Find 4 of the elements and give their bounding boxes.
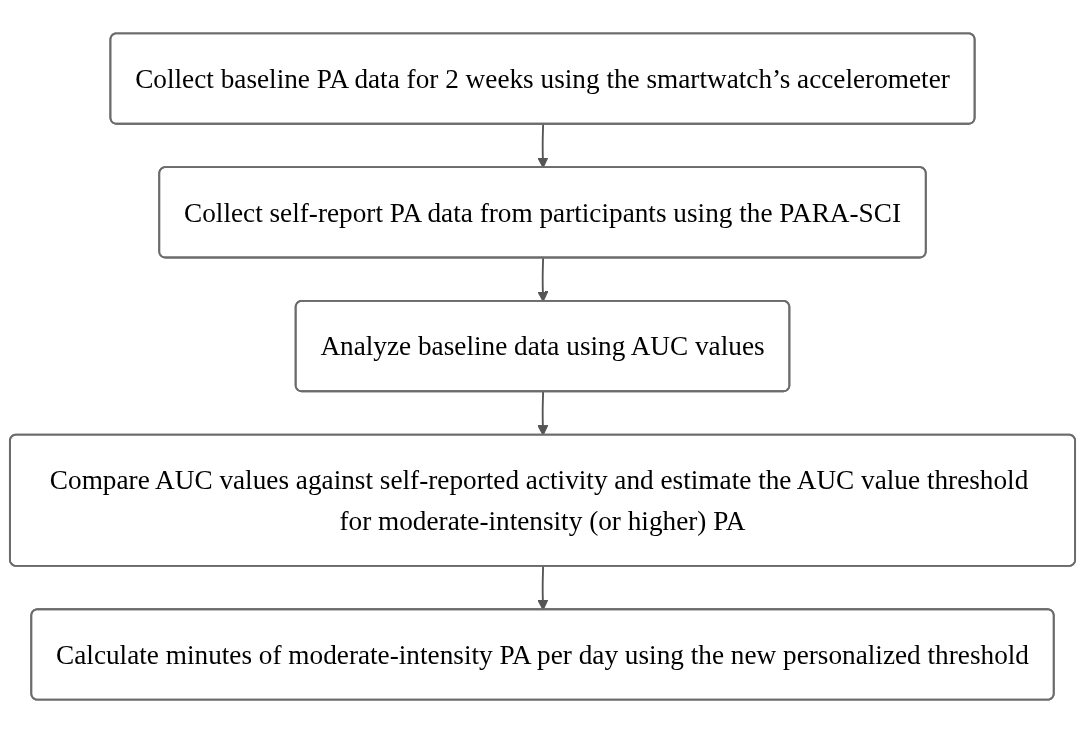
arrow xyxy=(537,390,549,436)
arrow xyxy=(537,123,549,169)
arrow xyxy=(537,257,549,302)
arrow xyxy=(537,565,549,611)
